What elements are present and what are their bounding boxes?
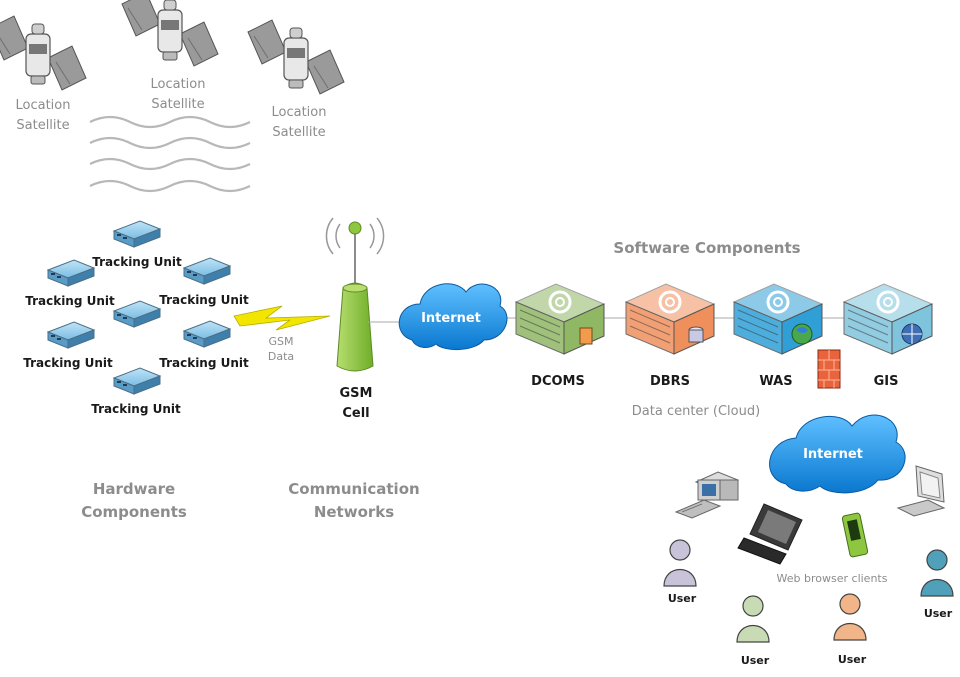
internet-cloud-icon	[398, 283, 508, 350]
tracking-unit-label: Tracking Unit	[92, 255, 182, 269]
tracking-unit-label: Tracking Unit	[159, 356, 249, 370]
gsm-data-label: Data	[268, 350, 294, 363]
satellite-label: Satellite	[151, 97, 204, 112]
satellite-label: Satellite	[16, 118, 69, 133]
web-browser-clients-label: Web browser clients	[777, 572, 888, 585]
user-icon	[663, 539, 697, 587]
communication-networks-label: Communication	[288, 480, 419, 498]
tracking-unit-icon	[113, 220, 161, 248]
user-label: User	[838, 653, 867, 666]
hardware-components-label: Components	[81, 503, 187, 521]
satellite-label: Location	[272, 105, 327, 120]
server-icon	[514, 282, 606, 356]
server-label: DBRS	[650, 374, 690, 389]
tracking-unit-icon	[47, 321, 95, 349]
tracking-unit-label: Tracking Unit	[159, 293, 249, 307]
server-icon	[842, 282, 934, 356]
server-label: GIS	[874, 374, 899, 389]
user-icon	[833, 593, 867, 641]
tracking-unit-icon	[183, 320, 231, 348]
gsm-cell-label: Cell	[342, 406, 369, 421]
lightning-icon	[233, 305, 331, 331]
satellite-icon	[0, 15, 87, 91]
communication-networks-label: Networks	[314, 503, 394, 521]
laptop-icon	[737, 503, 803, 565]
tracking-unit-icon	[47, 259, 95, 287]
satellite-label: Location	[151, 77, 206, 92]
internet-label: Internet	[803, 447, 863, 462]
user-icon	[736, 595, 770, 643]
desktop-computer-icon	[674, 471, 740, 519]
user-label: User	[741, 654, 770, 667]
server-label: WAS	[759, 374, 792, 389]
internet-cloud-icon	[769, 414, 906, 494]
tracking-unit-label: Tracking Unit	[91, 402, 181, 416]
satellite-label: Satellite	[272, 125, 325, 140]
satellite-icon	[247, 19, 345, 95]
gsm-tower-icon	[325, 217, 385, 372]
satellite-label: Location	[16, 98, 71, 113]
tracking-unit-icon	[183, 257, 231, 285]
gsm-cell-label: GSM	[340, 386, 373, 401]
user-icon	[920, 549, 954, 597]
tracking-unit-label: Tracking Unit	[25, 294, 115, 308]
gsm-data-label: GSM	[269, 335, 294, 348]
server-label: DCOMS	[531, 374, 585, 389]
hardware-components-label: Hardware	[93, 480, 175, 498]
satellite-icon	[121, 0, 219, 67]
user-label: User	[668, 592, 697, 605]
server-icon	[624, 282, 716, 356]
signal-waves-icon	[89, 115, 251, 193]
mobile-phone-icon	[841, 512, 869, 558]
desktop-computer-icon	[896, 465, 946, 517]
software-components-title: Software Components	[613, 239, 800, 257]
tracking-unit-icon	[113, 300, 161, 328]
user-label: User	[924, 607, 953, 620]
server-icon	[732, 282, 824, 356]
firewall-icon	[817, 349, 841, 389]
internet-label: Internet	[421, 311, 481, 326]
tracking-unit-icon	[113, 367, 161, 395]
data-center-label: Data center (Cloud)	[632, 404, 760, 419]
tracking-unit-label: Tracking Unit	[23, 356, 113, 370]
